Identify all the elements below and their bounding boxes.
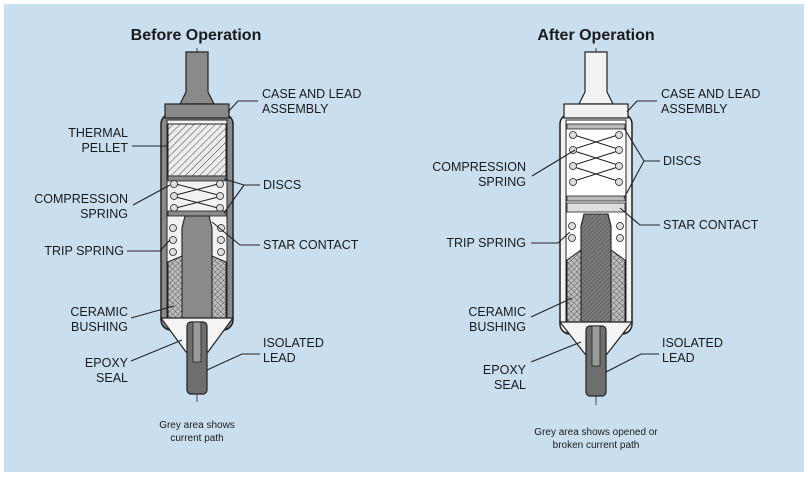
before-label-compression-1: COMPRESSION [34,192,128,206]
before-label-discs: DISCS [263,178,301,192]
panel-background [4,4,804,472]
before-title: Before Operation [131,27,262,44]
after-label-epoxy-2: SEAL [494,378,526,392]
before-star-contact [181,215,213,326]
after-label-case-1: CASE AND LEAD [661,87,760,101]
after-label-ceramic-2: BUSHING [469,320,526,334]
before-label-case-1: CASE AND LEAD [262,87,361,101]
after-label-epoxy-1: EPOXY [483,363,527,377]
before-device: Before Operation [34,27,361,444]
after-ceramic-left [566,249,582,333]
before-label-epoxy-2: SEAL [96,371,128,385]
after-label-ceramic-1: CERAMIC [468,305,526,319]
before-label-star-contact: STAR CONTACT [263,238,359,252]
after-disc-1 [566,123,626,130]
before-label-trip-spring: TRIP SPRING [44,244,124,258]
before-cap [164,103,230,119]
after-cap [563,103,629,119]
before-disc-1 [167,175,227,182]
before-label-epoxy-1: EPOXY [85,356,129,370]
after-label-case-2: ASSEMBLY [661,102,728,116]
before-label-case-2: ASSEMBLY [262,102,329,116]
before-caption-2: current path [170,433,223,444]
before-disc-2 [167,210,227,217]
before-leaders [127,100,260,371]
after-title: After Operation [537,27,654,44]
after-plunger [580,213,612,331]
before-label-isolated-1: ISOLATED [263,336,324,350]
after-label-discs: DISCS [663,154,701,168]
before-label-compression-2: SPRING [80,207,128,221]
after-label-trip-spring: TRIP SPRING [446,236,526,250]
before-label-isolated-2: LEAD [263,351,296,365]
after-leaders [530,100,660,373]
after-caption-1: Grey area shows opened or [534,427,658,438]
after-label-isolated-2: LEAD [662,351,695,365]
before-label-thermal-2: PELLET [81,141,128,155]
after-label-compression-1: COMPRESSION [432,160,526,174]
before-compression-spring [170,180,224,212]
after-ceramic-right [610,249,626,333]
after-device: After Operation [432,27,760,451]
after-caption-2: broken current path [553,440,640,451]
before-label-thermal-1: THERMAL [68,126,128,140]
after-compression-spring [569,131,623,186]
before-caption-1: Grey area shows [159,420,235,431]
after-label-compression-2: SPRING [478,175,526,189]
after-star-contact [566,202,626,213]
after-disc-2 [566,195,626,202]
after-trip-spring [568,222,624,242]
before-label-ceramic-1: CERAMIC [70,305,128,319]
after-label-isolated-1: ISOLATED [662,336,723,350]
before-trip-spring [169,224,225,256]
before-label-ceramic-2: BUSHING [71,320,128,334]
before-thermal-pellet [167,123,227,177]
after-label-star-contact: STAR CONTACT [663,218,759,232]
